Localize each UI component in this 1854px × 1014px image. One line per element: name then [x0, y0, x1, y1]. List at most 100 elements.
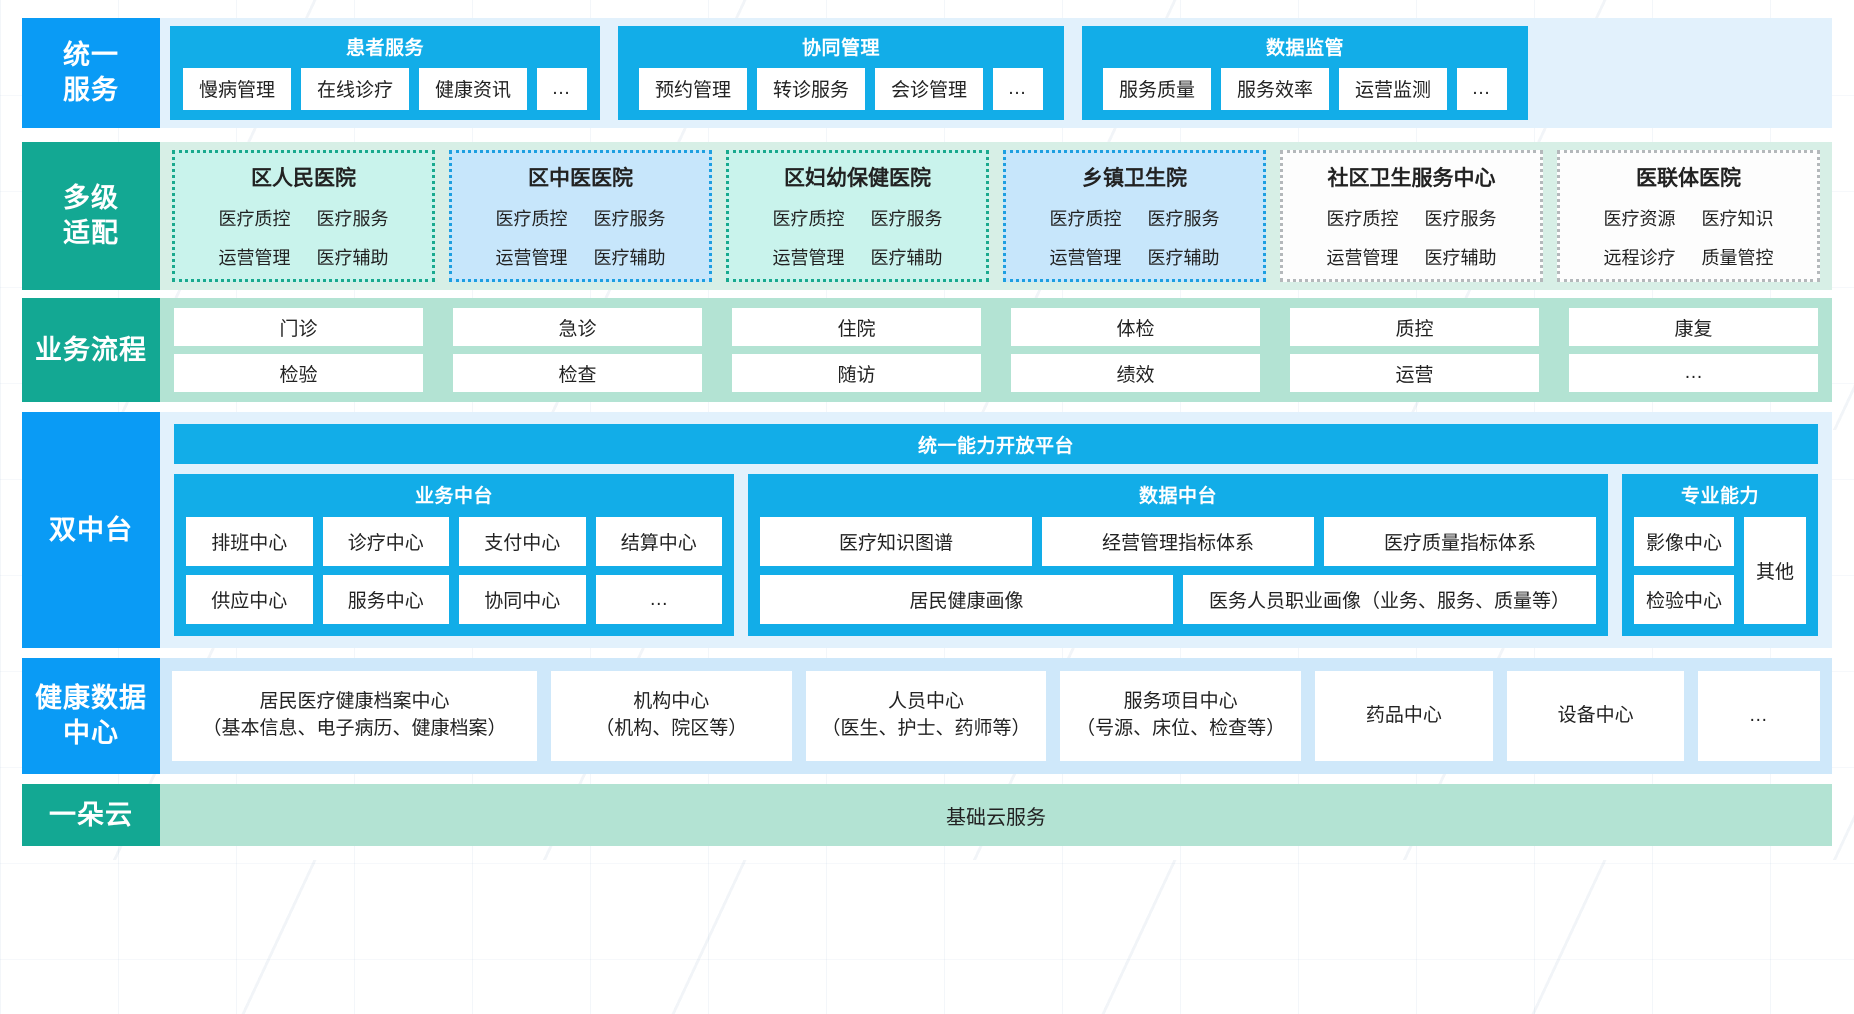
service-chip[interactable]: …: [1457, 67, 1508, 110]
business-process-cell[interactable]: 检查: [453, 354, 702, 392]
business-midend: 业务中台排班中心诊疗中心支付中心结算中心供应中心服务中心协同中心…: [174, 474, 734, 636]
business-process-cell[interactable]: 急诊: [453, 308, 702, 346]
open-capability-platform-bar: 统一能力开放平台: [174, 424, 1818, 464]
layer-one-cloud: 一朵云 基础云服务: [22, 784, 1832, 846]
service-chip[interactable]: 在线诊疗: [300, 67, 409, 110]
business-process-cell[interactable]: 检验: [174, 354, 423, 392]
service-group-1: 患者服务慢病管理在线诊疗健康资讯…: [170, 26, 600, 120]
service-chip[interactable]: 服务质量: [1102, 67, 1211, 110]
service-chip[interactable]: …: [993, 67, 1044, 110]
organization-title: 区中医医院: [528, 167, 633, 190]
organization-card-4[interactable]: 乡镇卫生院医疗质控医疗服务运营管理医疗辅助: [1003, 150, 1266, 282]
organization-capability-row-2: 运营管理医疗辅助: [219, 244, 389, 270]
data-midend-cell[interactable]: 经营管理指标体系: [1042, 517, 1314, 566]
organization-capability: 医疗质控: [218, 209, 291, 229]
organization-title: 区人民医院: [251, 167, 356, 190]
health-data-cell-name: 药品中心: [1365, 704, 1442, 726]
business-midend-row-2: 供应中心服务中心协同中心…: [186, 575, 722, 624]
business-process-cell[interactable]: 质控: [1290, 308, 1539, 346]
organization-capability-row-1: 医疗质控 医疗服务: [219, 205, 389, 231]
data-midend-cell[interactable]: 居民健康画像: [760, 575, 1173, 624]
special-capability-left: 影像中心检验中心: [1634, 517, 1734, 624]
health-data-cell-2[interactable]: 机构中心（机构、院区等）: [550, 671, 792, 761]
health-data-cell-name: …: [1748, 704, 1770, 726]
layer-business-process: 业务流程 门诊急诊住院体检质控康复检验检查随访绩效运营…: [22, 298, 1832, 402]
business-midend-cell[interactable]: 排班中心: [186, 517, 313, 566]
health-data-cells: 居民医疗健康档案中心 （基本信息、电子病历、健康档案） 机构中心（机构、院区等）人员…: [160, 658, 1832, 774]
special-capability-cell[interactable]: 影像中心: [1634, 517, 1734, 566]
organization-capability-row-1: 医疗质控医疗服务: [496, 205, 666, 231]
organization-capability: 医疗辅助: [593, 248, 666, 268]
business-midend-cell[interactable]: 服务中心: [322, 575, 449, 624]
business-process-cell[interactable]: 运营: [1290, 354, 1539, 392]
business-process-cell[interactable]: 体检: [1011, 308, 1260, 346]
health-data-cell-7[interactable]: …: [1698, 671, 1820, 761]
health-data-cell-4[interactable]: 服务项目中心（号源、床位、检查等）: [1060, 671, 1302, 761]
layer-dual-midend: 双中台 统一能力开放平台 业务中台排班中心诊疗中心支付中心结算中心供应中心服务中…: [22, 412, 1832, 648]
service-chip[interactable]: 慢病管理: [182, 67, 291, 110]
business-process-cell[interactable]: 随访: [732, 354, 981, 392]
business-process-cell[interactable]: 门诊: [174, 308, 423, 346]
service-chip-list: 预约管理转诊服务会诊管理…: [638, 67, 1044, 110]
business-midend-cell[interactable]: 结算中心: [595, 517, 722, 566]
data-midend-cell[interactable]: 医疗质量指标体系: [1324, 517, 1596, 566]
health-data-cell-name: 居民医疗健康档案中心: [259, 691, 450, 713]
service-chip[interactable]: …: [537, 67, 588, 110]
health-data-cell-5[interactable]: 药品中心: [1315, 671, 1493, 761]
business-process-cell[interactable]: 绩效: [1011, 354, 1260, 392]
organization-card-1[interactable]: 区人民医院医疗质控 医疗服务运营管理医疗辅助: [172, 150, 435, 282]
organization-capability: 远程诊疗: [1603, 248, 1676, 268]
special-capability: 专业能力影像中心检验中心其他: [1622, 474, 1818, 636]
organization-card-3[interactable]: 区妇幼保健医院医疗质控医疗服务运营管理医疗辅助: [726, 150, 989, 282]
layer-health-data-center: 健康数据中心 居民医疗健康档案中心 （基本信息、电子病历、健康档案） 机构中心（机构…: [22, 658, 1832, 774]
organization-capability-row-1: 医疗质控医疗服务: [1050, 205, 1220, 231]
data-midend-row-2: 居民健康画像医务人员职业画像（业务、服务、质量等）: [760, 575, 1596, 624]
organization-card-6[interactable]: 医联体医院医疗资源医疗知识远程诊疗质量管控: [1557, 150, 1820, 282]
service-group-3: 数据监管服务质量服务效率运营监测…: [1082, 26, 1528, 120]
special-capability-title: 专业能力: [1680, 486, 1759, 507]
business-process-cell[interactable]: …: [1569, 354, 1818, 392]
service-chip-list: 服务质量服务效率运营监测…: [1102, 67, 1508, 110]
service-chip[interactable]: 预约管理: [638, 67, 747, 110]
special-capability-other[interactable]: 其他: [1744, 517, 1806, 624]
service-chip[interactable]: 健康资讯: [419, 67, 528, 110]
organization-card-5[interactable]: 社区卫生服务中心医疗质控医疗服务运营管理医疗辅助: [1280, 150, 1543, 282]
health-data-cell-1[interactable]: 居民医疗健康档案中心 （基本信息、电子病历、健康档案）: [172, 671, 537, 761]
business-midend-cell[interactable]: …: [595, 575, 722, 624]
health-data-cell-6[interactable]: 设备中心: [1506, 671, 1685, 761]
business-process-cell[interactable]: 住院: [732, 308, 981, 346]
business-midend-cell[interactable]: 协同中心: [459, 575, 586, 624]
organization-capability: 运营管理: [1326, 248, 1399, 268]
business-midend-cell[interactable]: 支付中心: [459, 517, 586, 566]
organization-card-2[interactable]: 区中医医院医疗质控医疗服务运营管理医疗辅助: [449, 150, 712, 282]
business-midend-title: 业务中台: [414, 486, 493, 507]
business-midend-cell[interactable]: 诊疗中心: [322, 517, 449, 566]
organization-capability: 医疗服务: [1147, 209, 1220, 229]
service-chip[interactable]: 运营监测: [1339, 67, 1448, 110]
business-midend-cell[interactable]: 供应中心: [186, 575, 313, 624]
service-chip[interactable]: 会诊管理: [875, 67, 984, 110]
organization-capability: 医疗服务: [316, 209, 389, 229]
business-midend-row-1: 排班中心诊疗中心支付中心结算中心: [186, 517, 722, 566]
special-capability-body: 影像中心检验中心其他: [1634, 517, 1806, 624]
organization-capability-row-2: 运营管理医疗辅助: [496, 244, 666, 270]
organization-capability: 医疗服务: [1424, 209, 1497, 229]
service-chip[interactable]: 服务效率: [1220, 67, 1329, 110]
service-chip[interactable]: 转诊服务: [756, 67, 865, 110]
data-midend-cell[interactable]: 医疗知识图谱: [760, 517, 1032, 566]
layer-label-health-data-center: 健康数据中心: [22, 658, 160, 774]
health-data-cell-detail: （基本信息、电子病历、健康档案）: [202, 718, 507, 739]
data-midend-cell[interactable]: 医务人员职业画像（业务、服务、质量等）: [1183, 575, 1596, 624]
service-chip-list: 慢病管理在线诊疗健康资讯…: [182, 67, 588, 110]
health-data-cell-3[interactable]: 人员中心（医生、护士、药师等）: [805, 671, 1047, 761]
organization-capability: 医疗资源: [1603, 209, 1676, 229]
unified-service-groups: 患者服务慢病管理在线诊疗健康资讯…协同管理预约管理转诊服务会诊管理…数据监管服务…: [160, 18, 1832, 128]
data-midend-title: 数据中台: [1138, 486, 1217, 507]
layer-multilevel-adaptation: 多级适配 区人民医院医疗质控医疗服务运营管理医疗辅助区中医医院医疗质控医疗服务运…: [22, 142, 1832, 290]
cloud-service-text: 基础云服务: [946, 806, 1046, 829]
special-capability-cell[interactable]: 检验中心: [1634, 575, 1734, 624]
business-process-cell[interactable]: 康复: [1569, 308, 1818, 346]
organization-capability: 运营管理: [218, 248, 291, 268]
business-midend-grid: 排班中心诊疗中心支付中心结算中心供应中心服务中心协同中心…: [186, 517, 722, 624]
